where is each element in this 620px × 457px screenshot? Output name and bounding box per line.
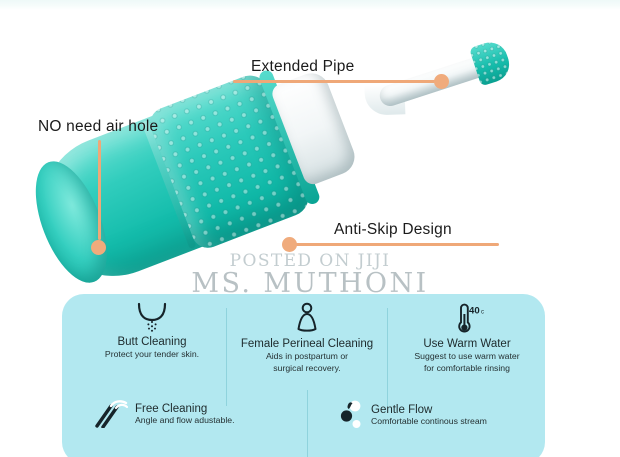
callout-label-no-air-hole: NO need air hole: [38, 118, 159, 135]
callout-label-anti-skip-design: Anti-Skip Design: [334, 221, 452, 238]
feature-text-block: Gentle Flow Comfortable continous stream: [371, 404, 487, 426]
callout-dot-no-air-hole: [91, 240, 106, 255]
feature-text-block: Free Cleaning Angle and flow adustable.: [135, 403, 235, 425]
feature-butt-cleaning: Butt Cleaning Protect your tender skin.: [84, 302, 220, 360]
callout-dot-extended-pipe: [434, 74, 449, 89]
pipe-tip-texture-dots: [469, 37, 514, 87]
thermometer-value: 40: [469, 306, 480, 317]
callout-leader-extended-pipe: [233, 80, 445, 83]
callout-dot-anti-skip-design: [282, 237, 297, 252]
water-drops-icon: [338, 400, 364, 430]
column-divider-2: [387, 308, 388, 406]
feature-subtitle-line1: Suggest to use warm water: [414, 351, 520, 361]
thermometer-icon: 40 c: [448, 302, 486, 336]
feature-subtitle-line2: for comfortable rinsing: [424, 363, 510, 373]
column-divider-1: [226, 308, 227, 406]
product-illustration: NO need air hole Extended Pipe Anti-Skip…: [21, 37, 514, 297]
feature-title: Free Cleaning: [135, 403, 208, 415]
feature-title: Gentle Flow: [371, 404, 433, 416]
callout-label-extended-pipe: Extended Pipe: [251, 58, 355, 75]
features-panel-inner: Butt Cleaning Protect your tender skin. …: [62, 294, 545, 457]
feature-subtitle: Protect your tender skin.: [104, 349, 200, 359]
feature-title: Female Perineal Cleaning: [240, 338, 374, 350]
feature-use-warm-water: 40 c Use Warm Water Suggest to use warm …: [392, 302, 542, 374]
row-divider-vertical: [307, 390, 308, 457]
feature-title: Use Warm Water: [423, 338, 511, 350]
feature-subtitle: Comfortable continous stream: [371, 416, 487, 426]
callout-leader-anti-skip-design: [286, 243, 499, 246]
female-person-icon: [292, 302, 322, 336]
features-panel: Butt Cleaning Protect your tender skin. …: [62, 294, 545, 457]
callout-leader-no-air-hole: [98, 140, 101, 240]
top-teal-band: [0, 0, 620, 10]
butt-cleaning-icon: [132, 302, 172, 334]
feature-subtitle-line2: surgical recovery.: [273, 363, 341, 373]
pipe-tip: [469, 37, 514, 87]
feature-female-perineal-cleaning: Female Perineal Cleaning Aids in postpar…: [230, 302, 384, 374]
feature-gentle-flow: Gentle Flow Comfortable continous stream: [338, 400, 487, 430]
feature-subtitle-line1: Aids in postpartum or: [265, 351, 349, 361]
feature-title: Butt Cleaning: [117, 336, 187, 348]
svg-text:c: c: [481, 310, 484, 316]
nozzle-flow-icon: [94, 400, 129, 429]
feature-free-cleaning: Free Cleaning Angle and flow adustable.: [94, 400, 235, 429]
feature-subtitle: Angle and flow adustable.: [135, 415, 235, 425]
